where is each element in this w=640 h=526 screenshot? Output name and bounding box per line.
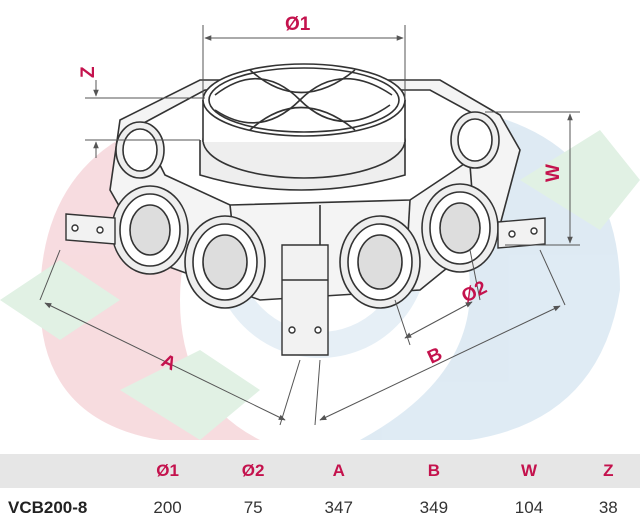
label-w: W <box>543 164 564 182</box>
cell-model: VCB200-8 <box>0 488 120 526</box>
spigot-rear-left <box>115 121 165 179</box>
top-spigot <box>202 63 406 179</box>
bracket-front <box>281 244 329 356</box>
spigot-front-center-left <box>184 215 266 309</box>
cell-w: 104 <box>481 488 577 526</box>
header-d2: Ø2 <box>215 454 292 489</box>
header-b: B <box>386 454 482 489</box>
label-z: Z <box>78 66 99 78</box>
header-model <box>0 454 120 489</box>
technical-drawing: Ø1 Z W A B Ø2 <box>0 14 640 440</box>
spec-table-header: Ø1 Ø2 A B W Z <box>0 454 640 489</box>
cell-b: 349 <box>386 488 482 526</box>
spigot-front-center-right <box>339 215 421 309</box>
bracket-left <box>65 213 116 245</box>
header-d1: Ø1 <box>120 454 216 489</box>
spigot-rear-right <box>450 111 500 169</box>
table-row: VCB200-8 200 75 347 349 104 38 <box>0 488 640 526</box>
mounting-brackets <box>65 213 546 356</box>
cell-a: 347 <box>291 488 387 526</box>
label-d1: Ø1 <box>285 14 311 35</box>
spigot-front-left <box>111 185 189 275</box>
header-w: W <box>481 454 577 489</box>
header-z: Z <box>576 454 640 489</box>
cell-z: 38 <box>576 488 640 526</box>
side-spigots <box>111 111 500 309</box>
label-b: B <box>424 344 445 369</box>
cell-d1: 200 <box>120 488 216 526</box>
dimension-lines <box>39 25 580 426</box>
header-a: A <box>291 454 387 489</box>
cell-d2: 75 <box>215 488 292 526</box>
spigot-front-right <box>421 183 499 273</box>
bracket-right <box>497 217 546 249</box>
spec-table: Ø1 Ø2 A B W Z VCB200-8 200 75 347 349 10… <box>0 454 640 526</box>
